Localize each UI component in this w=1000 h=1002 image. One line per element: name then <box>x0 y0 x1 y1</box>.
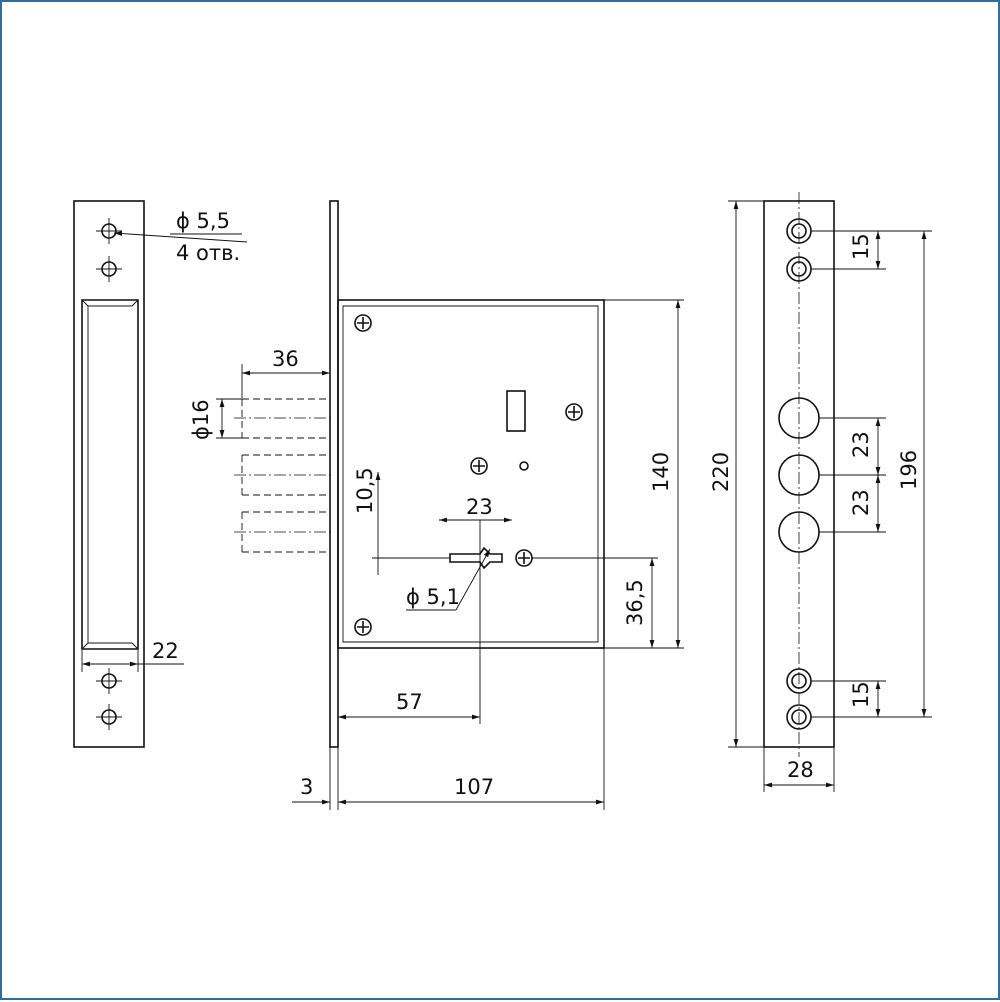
bottom-hole-spacing-label: 15 <box>849 681 873 708</box>
strike-plate-outline <box>73 200 145 748</box>
bolt-diameter-label: ϕ16 <box>189 399 213 440</box>
bolt-spacing-upper-label: 23 <box>849 431 873 458</box>
case-height-label: 140 <box>649 452 673 492</box>
keyhole <box>449 546 503 570</box>
hole-count-note: 4 отв. <box>176 241 240 265</box>
lock-body-view: 36 ϕ16 10,5 23 ϕ 5,1 140 36,5 57 <box>189 200 684 810</box>
lever-slot <box>506 390 526 432</box>
faceplate-thickness-label: 3 <box>300 775 313 799</box>
case-screws <box>354 314 583 636</box>
bolt-dashed-outlines <box>234 398 332 553</box>
faceplate-length-label: 220 <box>709 452 733 492</box>
spindle-pin <box>519 461 529 471</box>
pin-diameter-label: ϕ 5,1 <box>406 585 460 609</box>
top-hole-spacing-label: 15 <box>849 233 873 260</box>
screw-span-label: 196 <box>897 450 921 490</box>
case-depth-label: 107 <box>454 775 494 799</box>
strike-opening <box>81 299 139 650</box>
faceplate-side <box>329 200 339 748</box>
bolt-depth-label: 36 <box>272 347 299 371</box>
lock-case <box>337 299 605 649</box>
lower-offset-label: 36,5 <box>623 579 647 626</box>
keyhole-offset-label: 10,5 <box>353 467 377 514</box>
strike-width-label: 22 <box>152 639 179 663</box>
bolt-spacing-lower-label: 23 <box>849 489 873 516</box>
strike-mounting-holes <box>96 218 122 730</box>
hole-diameter-note: ϕ 5,5 <box>176 209 230 233</box>
strike-plate-view: ϕ 5,5 4 отв. 22 <box>73 200 248 748</box>
backset-label: 57 <box>396 690 423 714</box>
key-width-label: 23 <box>466 495 493 519</box>
faceplate-front-view: 15 23 23 15 196 220 28 <box>709 192 932 792</box>
faceplate-width-label: 28 <box>787 758 814 782</box>
